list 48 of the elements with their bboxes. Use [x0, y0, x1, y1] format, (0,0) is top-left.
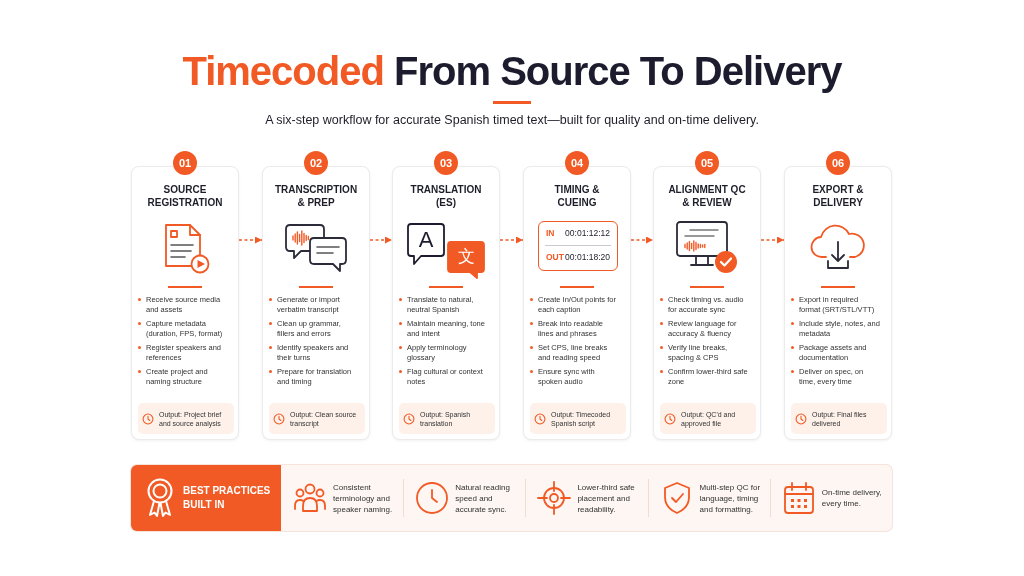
output-box	[269, 403, 365, 434]
step-card	[523, 166, 631, 440]
timecode-value: 00:01:12:12	[565, 228, 610, 240]
number-badge: 05	[695, 151, 719, 175]
output-box	[138, 403, 234, 434]
practice-text: Lower-third safe placement and readability.	[577, 481, 636, 515]
timecode-label: IN	[546, 228, 555, 240]
panel-title: BEST PRACTICES BUILT IN	[183, 484, 272, 512]
number-badge: 06	[826, 151, 850, 175]
dashed-arrow	[238, 236, 263, 244]
practice-text: On-time delivery, every time.	[821, 487, 883, 509]
step-card	[262, 166, 370, 440]
dashed-arrow	[369, 236, 393, 244]
speech-bubble	[407, 223, 445, 265]
output-box	[660, 403, 756, 434]
step-title: SOURCE REGISTRATION	[146, 183, 224, 209]
practice-text: Multi-step QC for language, timing and formatting.	[699, 481, 762, 515]
number-badge: 03	[434, 151, 458, 175]
bubble-letter: 文	[457, 247, 475, 267]
dashed-arrow	[760, 236, 785, 244]
number-badge: 04	[565, 151, 589, 175]
practice-text: Natural reading speed and accurate sync.	[455, 481, 511, 515]
step-title: TRANSCRIPTION & PREP	[274, 183, 358, 209]
title: Timecoded From Source To Delivery	[182, 48, 842, 94]
timecode-panel	[538, 221, 618, 271]
step-title: EXPORT & DELIVERY	[811, 183, 865, 209]
best-practices-bar	[131, 465, 892, 531]
step-card	[784, 166, 892, 440]
step-title: TIMING & CUEING	[553, 183, 601, 209]
step-title: ALIGNMENT QC & REVIEW	[667, 183, 747, 209]
number-badge: 01	[173, 151, 197, 175]
bubble-letter: A	[418, 227, 434, 253]
step-card	[653, 166, 761, 440]
dashed-arrow	[499, 236, 524, 244]
subtitle: A six-step workflow for accurate Spanish timed text—built for quality and on-time delivery.	[265, 112, 759, 128]
timecode-label: OUT	[546, 251, 564, 263]
speech-bubble	[447, 241, 485, 279]
dashed-arrow	[630, 236, 654, 244]
number-badge: 02	[304, 151, 328, 175]
best-practices-panel	[131, 465, 281, 531]
practice-text: Consistent terminology and speaker naming.	[333, 481, 394, 515]
output-box	[791, 403, 887, 434]
output-box	[399, 403, 495, 434]
output-box	[530, 403, 626, 434]
step-card	[392, 166, 500, 440]
timecode-value: 00:01:18:20	[565, 251, 610, 263]
step-title: TRANSLATION (ES)	[409, 183, 483, 209]
step-card	[131, 166, 239, 440]
